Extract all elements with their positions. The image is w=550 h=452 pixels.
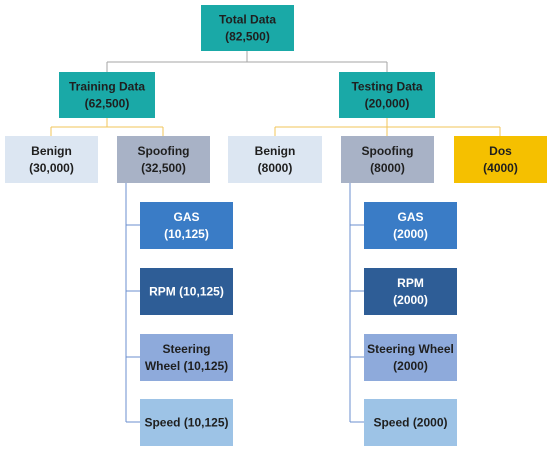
node-box — [339, 72, 435, 118]
node-label-line: (4000) — [483, 161, 518, 175]
node-label-line: (82,500) — [225, 30, 270, 44]
node-label-line: RPM (10,125) — [149, 285, 224, 299]
connector-training-to-classes — [50, 118, 164, 136]
node-label-line: (2000) — [393, 359, 428, 373]
node-box — [364, 334, 457, 381]
node-label-line: Speed (2000) — [373, 416, 447, 430]
node-label-line: (10,125) — [164, 227, 209, 241]
connector-total-to-splits — [106, 51, 388, 72]
node-label-line: Dos — [489, 144, 512, 158]
node-label-line: (32,500) — [141, 161, 186, 175]
node-testing: Testing Data (20,000) — [339, 72, 435, 118]
node-test-steering: Steering Wheel (2000) — [364, 334, 457, 381]
node-test-gas: GAS (2000) — [364, 202, 457, 249]
connector-testing-spoofing-to-types — [349, 183, 364, 423]
node-box — [201, 5, 294, 51]
node-label-line: Benign — [31, 144, 72, 158]
connectors — [50, 51, 501, 423]
node-label-line: (20,000) — [365, 97, 410, 111]
node-label-line: Spoofing — [138, 144, 190, 158]
node-test-rpm: RPM (2000) — [364, 268, 457, 315]
node-label-line: (8000) — [258, 161, 293, 175]
node-box — [140, 334, 233, 381]
node-box — [140, 399, 233, 446]
node-label-line: (8000) — [370, 161, 405, 175]
node-label-line: Spoofing — [362, 144, 414, 158]
node-test-dos: Dos (4000) — [454, 136, 547, 183]
node-box — [364, 268, 457, 315]
node-box — [454, 136, 547, 183]
node-box — [140, 268, 233, 315]
connector-training-spoofing-to-types — [125, 183, 140, 423]
connector-testing-to-classes — [274, 118, 501, 136]
nodes: Total Data(82,500)Training Data(62,500)T… — [5, 5, 547, 446]
node-train-gas: GAS (10,125) — [140, 202, 233, 249]
node-label-line: Benign — [255, 144, 296, 158]
node-label-line: (30,000) — [29, 161, 74, 175]
node-label-line: Training Data — [69, 80, 145, 94]
node-box — [341, 136, 434, 183]
node-label-line: Total Data — [219, 13, 276, 27]
node-test-benign: Benign (8000) — [228, 136, 322, 183]
node-label-line: Steering Wheel — [367, 342, 454, 356]
node-training: Training Data (62,500) — [59, 72, 155, 118]
node-label-line: RPM — [397, 276, 424, 290]
node-train-rpm: RPM (10,125) — [140, 268, 233, 315]
node-train-benign: Benign (30,000) — [5, 136, 98, 183]
node-train-speed: Speed (10,125) — [140, 399, 233, 446]
node-label-line: Wheel (10,125) — [145, 359, 228, 373]
node-label-line: Speed (10,125) — [144, 416, 228, 430]
node-label-line: Testing Data — [351, 80, 422, 94]
node-label-line: GAS — [173, 210, 199, 224]
node-test-spoofing: Spoofing (8000) — [341, 136, 434, 183]
node-box — [140, 202, 233, 249]
node-box — [364, 399, 457, 446]
node-box — [364, 202, 457, 249]
node-label-line: Steering — [162, 342, 210, 356]
node-label-line: (2000) — [393, 227, 428, 241]
node-label-line: (62,500) — [85, 97, 130, 111]
node-train-spoofing: Spoofing (32,500) — [117, 136, 210, 183]
node-box — [228, 136, 322, 183]
node-box — [59, 72, 155, 118]
node-total: Total Data (82,500) — [201, 5, 294, 51]
node-box — [117, 136, 210, 183]
node-box — [5, 136, 98, 183]
node-test-speed: Speed (2000) — [364, 399, 457, 446]
node-label-line: (2000) — [393, 293, 428, 307]
node-label-line: GAS — [397, 210, 423, 224]
